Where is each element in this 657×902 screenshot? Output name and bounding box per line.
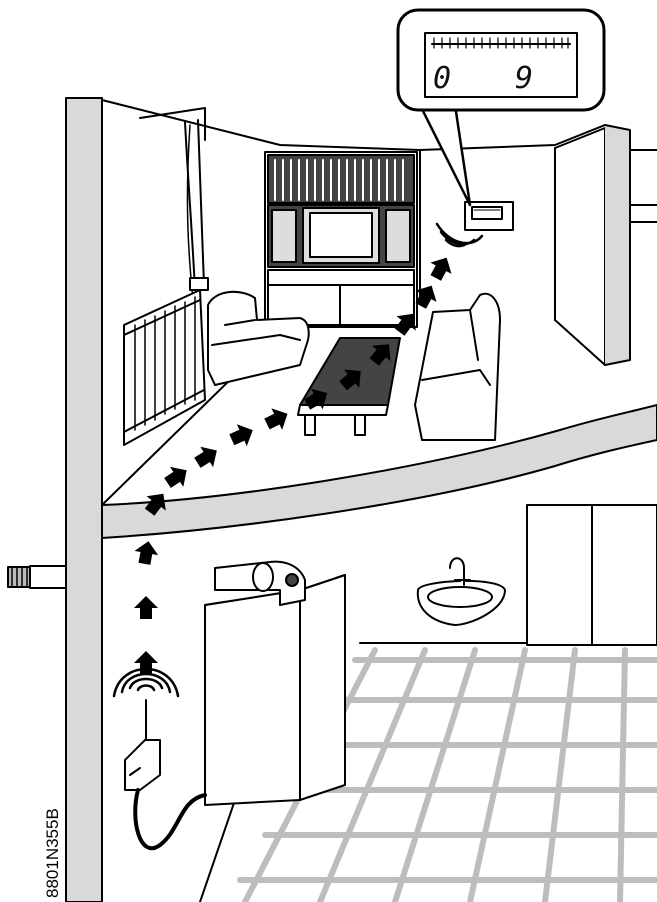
bathroom-cabinet <box>526 504 657 646</box>
thermostat-display-callout: 0 9 <box>396 8 606 207</box>
thermostat-signal-waves <box>435 222 484 248</box>
room-floor-line <box>101 374 236 506</box>
receiver-cable <box>133 788 207 850</box>
signal-arrow <box>339 369 361 391</box>
signal-path-arrows <box>134 257 452 674</box>
tv-cabinet <box>264 151 418 328</box>
signal-arrow <box>194 446 217 468</box>
radiator <box>123 289 206 446</box>
bathroom-floor-tiles <box>237 647 657 902</box>
lcd-scale-ticks <box>433 37 569 49</box>
signal-arrow <box>164 466 187 488</box>
outer-wall <box>65 97 103 902</box>
signal-arrow <box>134 541 159 565</box>
floor-slab <box>101 404 657 539</box>
signal-arrow <box>229 424 253 447</box>
signal-arrow <box>430 257 452 281</box>
reference-code: 8801N355B <box>43 808 62 898</box>
speaker-left <box>271 209 297 263</box>
signal-arrow <box>144 493 166 516</box>
lcd-left-digit: 0 <box>433 61 451 96</box>
boiler <box>204 560 346 806</box>
signal-arrow <box>394 313 416 336</box>
lcd-right-digit: 9 <box>515 61 533 96</box>
sofa-right <box>414 292 501 441</box>
speaker-right <box>385 209 411 263</box>
boiler-receiver <box>124 699 207 850</box>
sofa-left <box>207 290 310 386</box>
bathroom-sink <box>416 557 506 626</box>
signal-arrow <box>304 388 328 410</box>
building-walls <box>65 97 657 902</box>
signal-arrow <box>369 344 391 366</box>
signal-arrow <box>264 408 288 430</box>
signal-arrow <box>134 596 158 619</box>
pipe-fitting <box>7 565 67 589</box>
curtain <box>139 107 209 301</box>
signal-arrow <box>415 285 437 309</box>
signal-arrow <box>134 651 158 674</box>
room-thermostat <box>464 201 514 231</box>
